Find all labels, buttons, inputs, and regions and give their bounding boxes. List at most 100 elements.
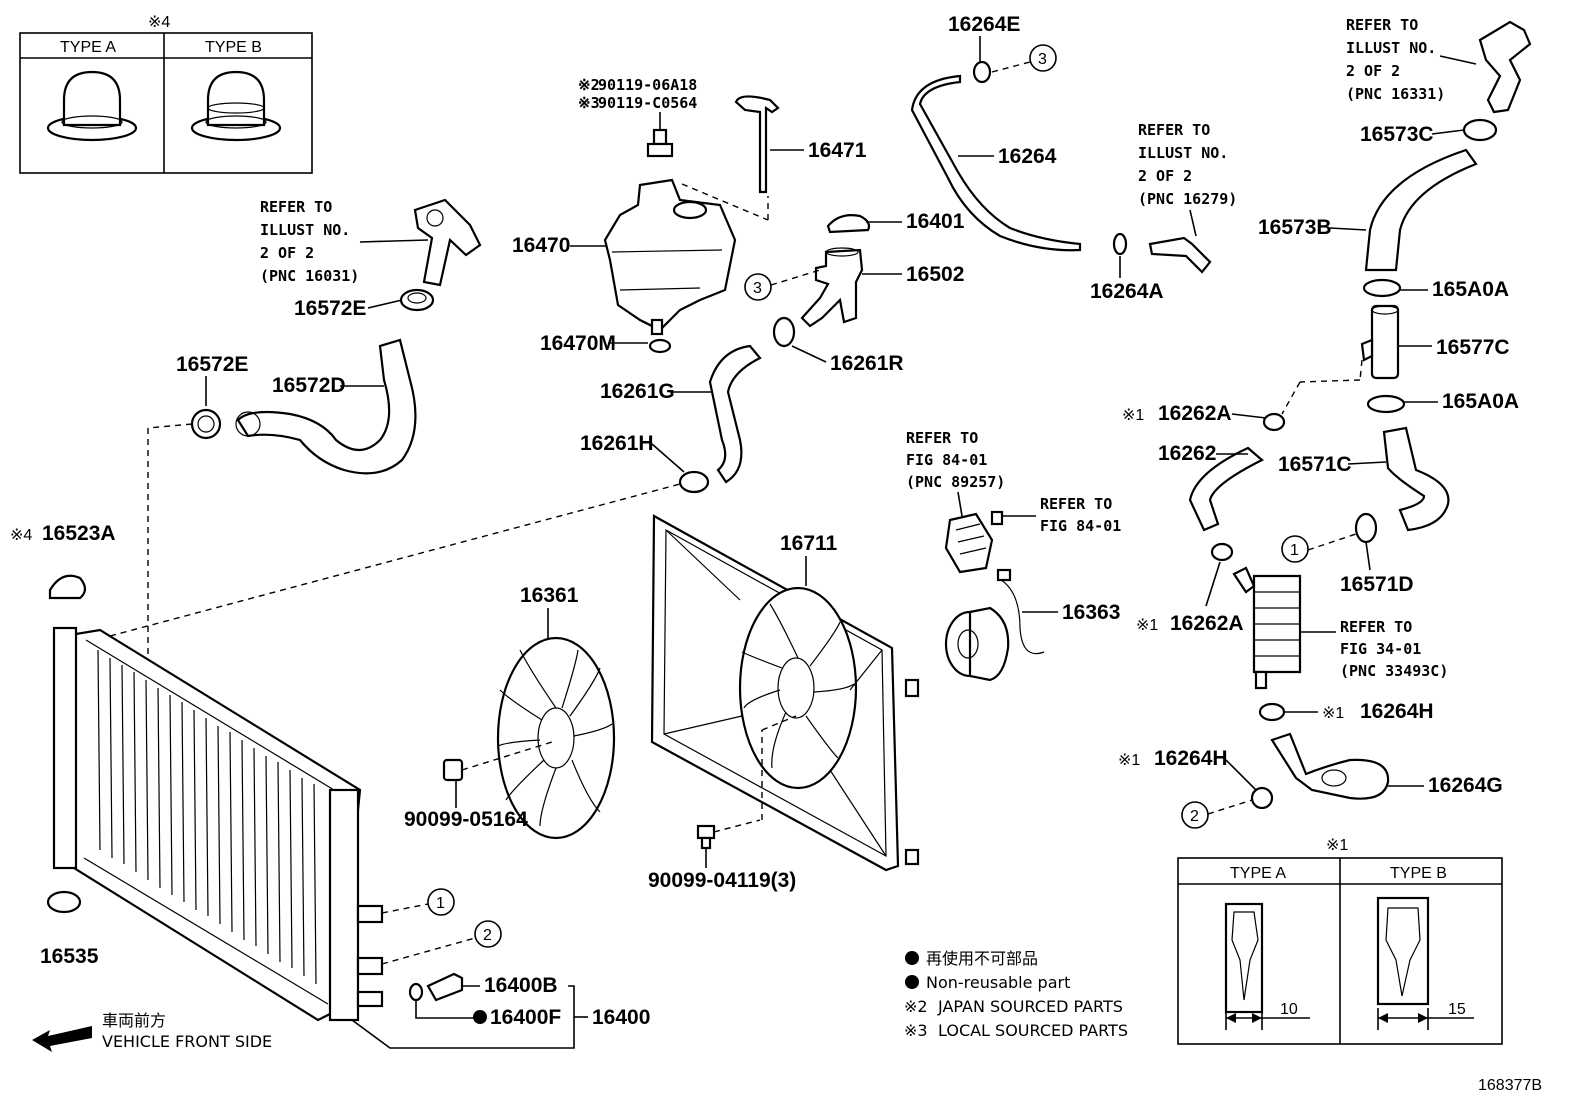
label-16261H: 16261H [580, 432, 654, 455]
clamp-16572E-lower-icon [190, 408, 222, 440]
label-165A0A-lower: 165A0A [1442, 390, 1519, 413]
fitting-16279-icon [1148, 236, 1212, 274]
svg-text:FIG 84-01: FIG 84-01 [1040, 517, 1121, 535]
ref-16279: REFER TO ILLUST NO. 2 OF 2 (PNC 16279) [1138, 121, 1237, 237]
label-16571D: 16571D [1340, 573, 1414, 596]
label-16361: 16361 [520, 584, 579, 607]
svg-text:1: 1 [436, 895, 445, 912]
hose-16262-icon [1188, 446, 1264, 532]
svg-text:REFER TO: REFER TO [1340, 618, 1412, 636]
nonreusable-dot-icon [473, 1010, 487, 1024]
label-16264H-upper: 16264H [1360, 700, 1434, 723]
svg-text:※1: ※1 [1326, 837, 1348, 854]
resistor-89257-icon [944, 512, 994, 574]
label-16264A: 16264A [1090, 280, 1164, 303]
hose-16471-icon [734, 95, 780, 194]
svg-text:10: 10 [1280, 1001, 1298, 1018]
clamp-165A0A-upper-icon [1362, 278, 1402, 298]
svg-text:TYPE A: TYPE A [1230, 865, 1286, 882]
label-16262: 16262 [1158, 442, 1216, 465]
svg-text:※2: ※2 [578, 76, 600, 94]
svg-text:FIG 84-01: FIG 84-01 [906, 451, 987, 469]
svg-text:TYPE B: TYPE B [1390, 865, 1447, 882]
label-90099-04119: 90099-04119(3) [648, 869, 796, 892]
clamp-16264A-icon [1112, 232, 1128, 256]
svg-text:(PNC 16331): (PNC 16331) [1346, 85, 1445, 103]
svg-text:JAPAN SOURCED PARTS: JAPAN SOURCED PARTS [937, 997, 1123, 1016]
svg-text:(PNC 33493C): (PNC 33493C) [1340, 662, 1448, 680]
bolt-90099-04119-icon [696, 824, 716, 850]
label-16400: 16400 [592, 1006, 650, 1029]
label-16523A: 16523A [42, 522, 116, 545]
diagram-id: 168377B [1478, 1077, 1542, 1094]
svg-text:(PNC 89257): (PNC 89257) [906, 473, 1005, 491]
svg-text:Non-reusable part: Non-reusable part [926, 973, 1070, 992]
svg-text:(PNC 16031): (PNC 16031) [260, 267, 359, 285]
svg-text:90119-06A18: 90119-06A18 [598, 76, 697, 94]
front-jp: 車両前方 [102, 1011, 166, 1030]
type-a-label: TYPE A [60, 39, 116, 56]
motor-16363-icon [944, 568, 1045, 682]
mark-n4-16523A: ※4 [10, 527, 32, 544]
nut-90099-05164-icon [442, 758, 464, 782]
reservoir-16470-icon [603, 178, 737, 336]
label-16262A-upper: 16262A [1158, 402, 1232, 425]
svg-text:2 OF 2: 2 OF 2 [260, 244, 314, 262]
clamp-16261H-icon [678, 470, 710, 494]
svg-text:FIG 34-01: FIG 34-01 [1340, 640, 1421, 658]
label-16264G: 16264G [1428, 774, 1503, 797]
ref-89257: REFER TO FIG 84-01 (PNC 89257) [906, 429, 1005, 517]
hose-16264G-icon [1270, 732, 1390, 800]
radiator-icon [52, 626, 384, 1022]
type-b-label: TYPE B [205, 39, 262, 56]
label-16577C: 16577C [1436, 336, 1510, 359]
label-16572E-upper: 16572E [294, 297, 366, 320]
ref-8401: REFER TO FIG 84-01 [1002, 495, 1121, 535]
clamp-16264E-icon [972, 60, 992, 84]
label-16264E: 16264E [948, 13, 1020, 36]
label-16261R: 16261R [830, 352, 904, 375]
svg-text:REFER TO: REFER TO [260, 198, 332, 216]
cap-type-a-icon [46, 70, 138, 142]
fan-16361-icon [496, 636, 616, 840]
svg-text:15: 15 [1448, 1001, 1466, 1018]
valve-16577C-icon [1360, 304, 1400, 380]
front-en: VEHICLE FRONT SIDE [102, 1032, 272, 1051]
svg-text:2 OF 2: 2 OF 2 [1346, 62, 1400, 80]
clip-type-a-icon: 10 [1224, 902, 1310, 1030]
svg-text:2 OF 2: 2 OF 2 [1138, 167, 1192, 185]
ref-16331: REFER TO ILLUST NO. 2 OF 2 (PNC 16331) [1346, 16, 1477, 103]
hose-16264-icon [910, 74, 1082, 252]
label-16573C: 16573C [1360, 123, 1434, 146]
shroud-16711-icon [650, 514, 920, 872]
oil-cooler-icon [1232, 566, 1302, 690]
label-16471: 16471 [808, 139, 867, 162]
clamp-16261R-icon [772, 316, 796, 348]
label-16571C: 16571C [1278, 453, 1352, 476]
mark-n1-16264H-upper: ※1 [1322, 705, 1344, 722]
grommet-16470M-icon [648, 338, 672, 354]
bolt-90119-icon [646, 112, 674, 158]
label-16401: 16401 [906, 210, 965, 233]
legend: 再使用不可部品 Non-reusable part ※2 JAPAN SOURC… [904, 949, 1128, 1040]
label-16470M: 16470M [540, 332, 616, 355]
label-16262A-lower: 16262A [1170, 612, 1244, 635]
svg-text:ILLUST NO.: ILLUST NO. [260, 221, 350, 239]
circle-3-top: 3 [1029, 44, 1057, 72]
label-16264: 16264 [998, 145, 1057, 168]
circle-1-right: 1 [1281, 535, 1309, 563]
svg-text:REFER TO: REFER TO [1040, 495, 1112, 513]
svg-text:(PNC 16279): (PNC 16279) [1138, 190, 1237, 208]
label-16363: 16363 [1062, 601, 1120, 624]
mark-n1-16262A-lower: ※1 [1136, 617, 1158, 634]
ref-33493C: REFER TO FIG 34-01 (PNC 33493C) [1300, 618, 1448, 680]
label-165A0A-upper: 165A0A [1432, 278, 1509, 301]
label-16400B: 16400B [484, 974, 558, 997]
svg-text:3: 3 [753, 280, 762, 297]
label-90099-05164: 90099-05164 [404, 808, 528, 831]
hose-16261G-icon [708, 344, 762, 484]
label-16502: 16502 [906, 263, 964, 286]
svg-text:1: 1 [1290, 542, 1299, 559]
svg-text:REFER TO: REFER TO [1138, 121, 1210, 139]
